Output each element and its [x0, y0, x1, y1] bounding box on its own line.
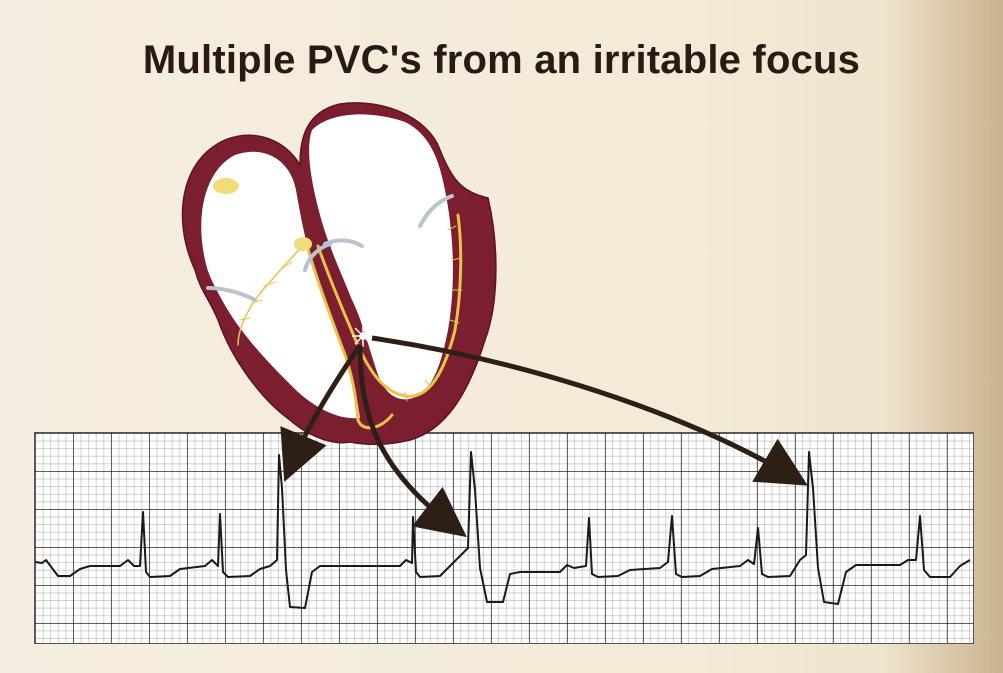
sa-node — [213, 178, 239, 194]
irritable-focus-starburst-icon — [352, 325, 374, 347]
av-node — [294, 237, 312, 251]
ecg-trace — [35, 452, 970, 608]
